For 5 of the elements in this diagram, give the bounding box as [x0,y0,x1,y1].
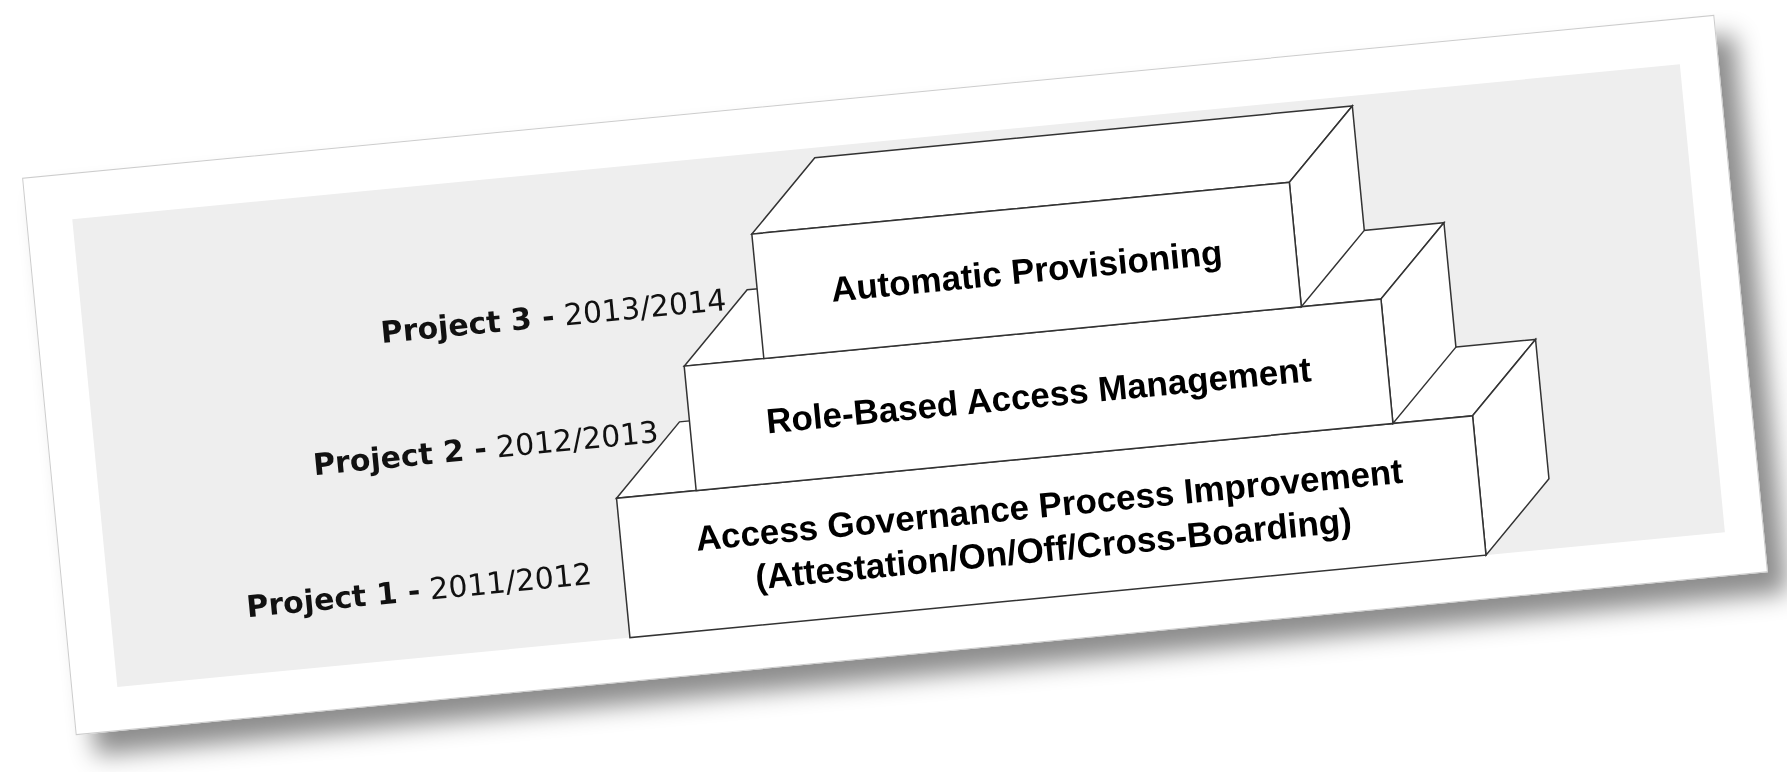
project-label: Project 3 - 2013/2014 [378,280,729,352]
project-label: Project 2 - 2012/2013 [311,413,661,485]
step-title: Automatic Provisioning [829,230,1225,311]
step-title: Role-Based Access Management [764,347,1313,443]
project-label: Project 1 - 2011/2012 [244,555,594,627]
